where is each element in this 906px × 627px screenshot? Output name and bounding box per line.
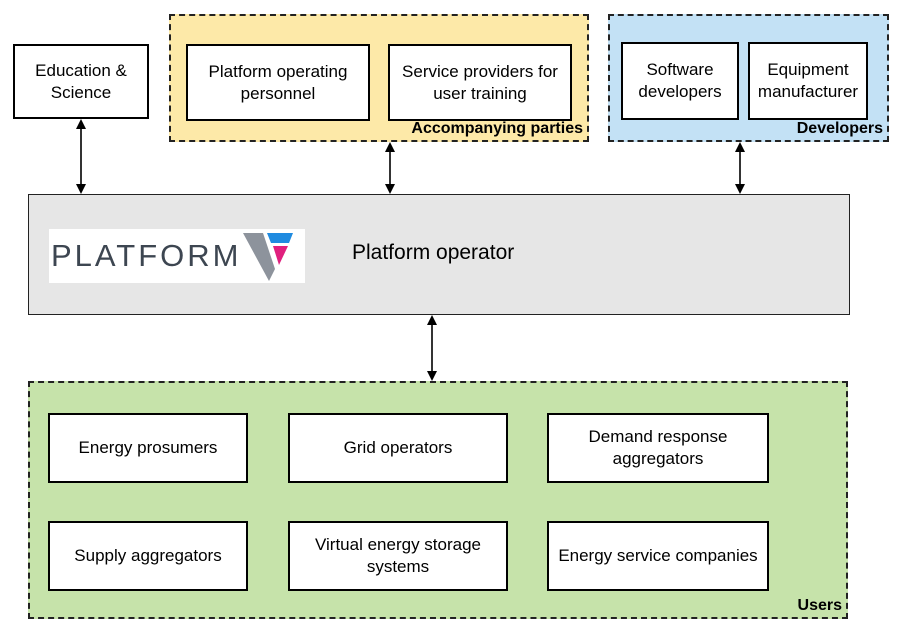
platform-logo: PLATFORM [49,229,305,283]
equipment-manufacturer-box: Equipment manufacturer [748,42,868,120]
platform-operator-label: Platform operator [352,241,515,264]
platform-logo-mark-icon [243,233,293,281]
platform-operating-personnel-box: Platform operating personnel [186,44,370,121]
education-science-box: Education & Science [13,44,149,119]
grid-operators-label: Grid operators [343,438,453,457]
service-providers-box: Service providers for user training [388,44,572,121]
energy-prosumers-box: Energy prosumers [48,413,248,483]
virtual-energy-storage-label: Virtual energy storage systems [314,535,481,576]
supply-aggregators-box: Supply aggregators [48,521,248,591]
developers-label: Developers [796,120,883,137]
software-developers-label: Software developers [638,60,722,101]
virtual-energy-storage-box: Virtual energy storage systems [288,521,508,591]
grid-operators-box: Grid operators [288,413,508,483]
platform-operating-personnel-label: Platform operating personnel [208,61,348,103]
platform-logo-text: PLATFORM [51,238,242,273]
accompanying-parties-label: Accompanying parties [411,120,583,137]
energy-service-companies-box: Energy service companies [547,521,769,591]
energy-service-companies-label: Energy service companies [558,546,758,565]
users-label: Users [797,597,842,614]
demand-response-aggregators-label: Demand response aggregators [588,427,728,468]
education-science-label: Education & Science [35,60,127,102]
demand-response-aggregators-box: Demand response aggregators [547,413,769,483]
supply-aggregators-label: Supply aggregators [74,546,222,565]
platform-operator-box: PLATFORM Platform operator [28,194,850,315]
energy-prosumers-label: Energy prosumers [78,438,218,457]
service-providers-label: Service providers for user training [402,61,558,103]
software-developers-box: Software developers [621,42,739,120]
equipment-manufacturer-label: Equipment manufacturer [757,60,859,101]
